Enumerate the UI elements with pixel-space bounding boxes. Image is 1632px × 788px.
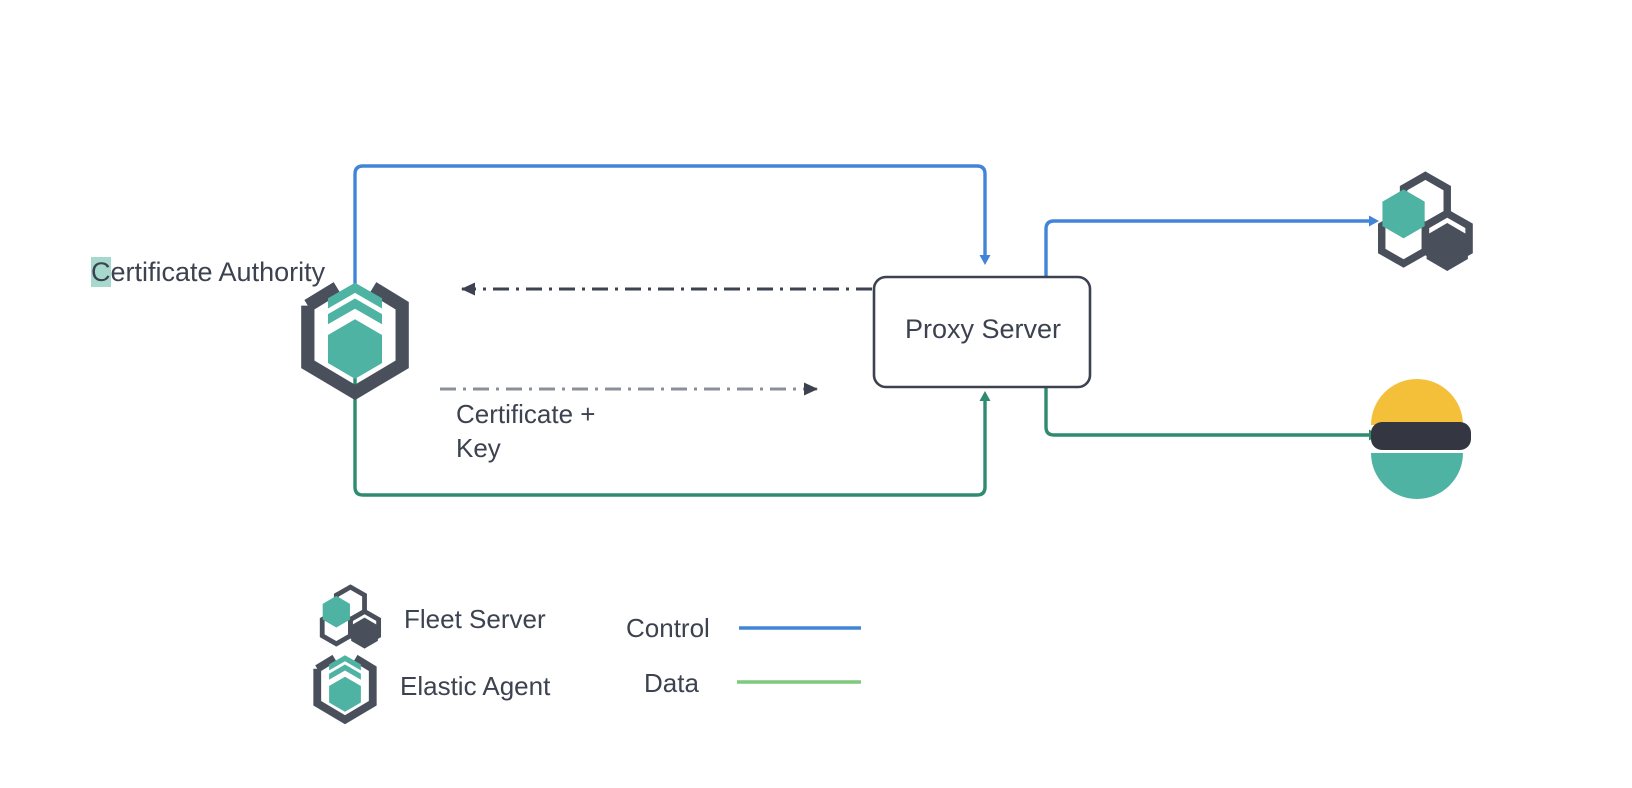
certificate-key-line-2: Key (456, 433, 501, 463)
fleet-server-icon (1377, 171, 1473, 271)
certificate-key-line-1: Certificate + (456, 399, 596, 429)
certificate-key-edge-label: Certificate + Key (456, 397, 595, 465)
edge-data-proxy-to-elasticsearch (1044, 380, 1379, 441)
certificate-authority-label-highlight: C (91, 257, 111, 287)
edge-control-proxy-to-fleet (1044, 215, 1379, 278)
elasticsearch-icon (1371, 379, 1471, 499)
legend-label-control: Control (626, 613, 710, 643)
edge-control-agent-to-proxy (353, 164, 991, 290)
proxy-server-box[interactable] (872, 275, 1092, 389)
legend-label-fleet-server: Fleet Server (404, 604, 546, 634)
legend-fleet-server-icon (319, 584, 382, 649)
legend-elastic-agent-icon (313, 654, 377, 725)
certificate-authority-label: Certificate Authority (91, 254, 325, 290)
edge-data-agent-to-proxy (353, 378, 991, 497)
certificate-authority-label-rest: ertificate Authority (110, 257, 326, 287)
elastic-agent-icon (301, 282, 409, 401)
proxy-server-label: Proxy Server (904, 314, 1062, 344)
legend-label-elastic-agent: Elastic Agent (400, 671, 551, 701)
legend-label-data: Data (644, 668, 699, 698)
